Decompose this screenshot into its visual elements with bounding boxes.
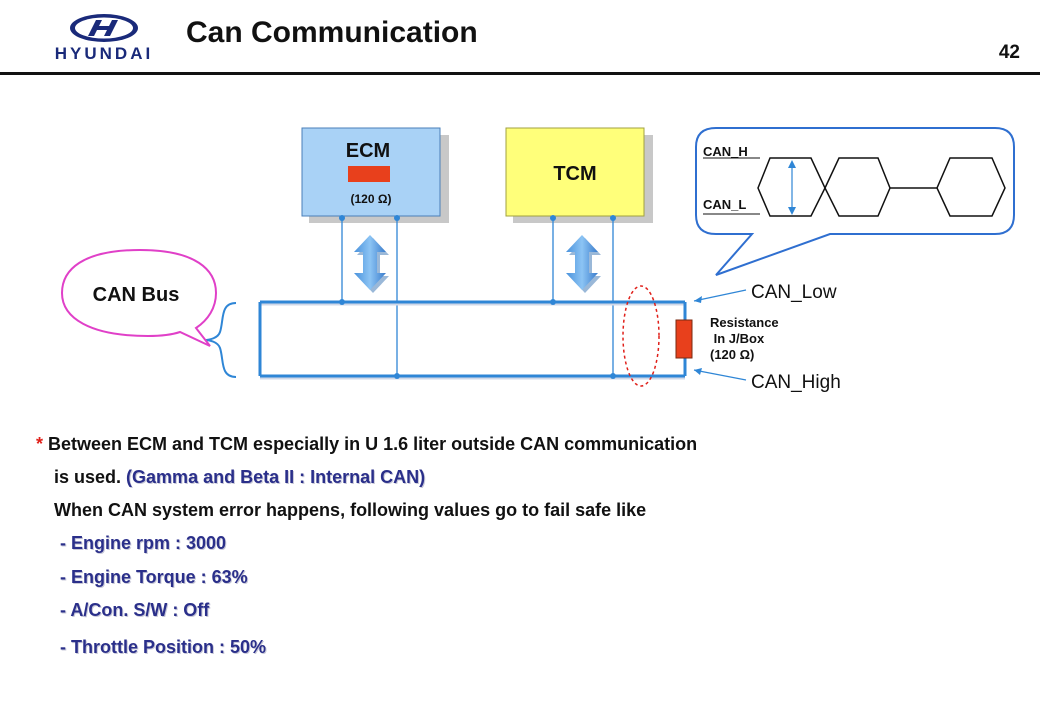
tcm-label: TCM bbox=[553, 163, 596, 185]
ecm-module: ECM (120 Ω) bbox=[301, 127, 449, 223]
junction-dots bbox=[339, 215, 616, 379]
waveform-can-h-label: CAN_H bbox=[703, 144, 748, 159]
fail-safe-item: - Engine rpm : 3000 bbox=[60, 533, 227, 553]
can-low-label: CAN_Low bbox=[751, 282, 837, 303]
jbox-resistance-line3: (120 Ω) bbox=[710, 347, 754, 362]
note-bullet-star: * bbox=[36, 434, 44, 454]
jbox-resistor bbox=[675, 319, 693, 359]
waveform-callout: CAN_H CAN_L bbox=[695, 127, 1015, 276]
can-low-pointer bbox=[693, 289, 747, 302]
measurement-highlight bbox=[622, 285, 660, 387]
fail-safe-item: - Throttle Position : 50% bbox=[60, 637, 267, 657]
tcm-bus-arrow bbox=[566, 235, 601, 293]
ecm-bus-arrow bbox=[354, 235, 389, 293]
ecm-label: ECM bbox=[346, 140, 390, 162]
can-high-line bbox=[260, 374, 685, 380]
fail-safe-item: - Engine Torque : 63% bbox=[60, 567, 248, 587]
page-number: 42 bbox=[998, 42, 1020, 63]
waveform-can-l-label: CAN_L bbox=[703, 197, 746, 212]
ecm-resistance-label: (120 Ω) bbox=[351, 192, 392, 206]
jbox-resistance-line2: In J/Box bbox=[710, 331, 765, 346]
can-high-pointer bbox=[693, 369, 747, 381]
note-line-3: When CAN system error happens, following… bbox=[54, 500, 647, 520]
fail-safe-item: - A/Con. S/W : Off bbox=[60, 600, 210, 620]
note-line-1: Between ECM and TCM especially in U 1.6 … bbox=[48, 434, 698, 454]
jbox-resistance-line1: Resistance bbox=[710, 315, 779, 330]
page-title: Can Communication bbox=[186, 16, 478, 49]
note-line-2: is used. bbox=[54, 467, 122, 487]
can-low-line bbox=[260, 300, 685, 306]
header-divider bbox=[0, 72, 1040, 75]
waveform-signal bbox=[757, 157, 1006, 217]
can-bus-lines bbox=[341, 216, 614, 376]
can-bus-label: CAN Bus bbox=[93, 284, 180, 306]
tcm-module: TCM bbox=[505, 127, 653, 223]
can-bus-callout: CAN Bus bbox=[60, 248, 218, 347]
brand-name: HYUNDAI bbox=[54, 44, 154, 63]
ecm-terminating-resistor bbox=[348, 166, 390, 182]
can-high-label: CAN_High bbox=[751, 372, 841, 393]
note-line-2-paren: (Gamma and Beta II : Internal CAN) bbox=[126, 467, 426, 487]
hyundai-logo bbox=[70, 14, 138, 42]
